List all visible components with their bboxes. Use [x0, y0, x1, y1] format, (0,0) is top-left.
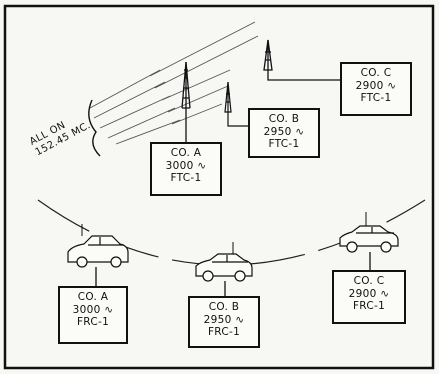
receiver-model: FRC-1 — [352, 300, 386, 312]
transmitter-frequency: 3000 ∿ — [165, 160, 207, 172]
tower-co-c — [263, 39, 356, 81]
transmitter-box-co-a: CO. A 3000 ∿ FTC-1 — [150, 142, 222, 196]
receiver-frequency: 2950 ∿ — [203, 314, 245, 326]
transmitter-company: CO. A — [170, 147, 202, 159]
car-a — [67, 224, 129, 268]
receiver-box-co-c: CO. C 2900 ∿ FRC-1 — [332, 270, 406, 324]
receiver-frequency: 3000 ∿ — [72, 304, 114, 316]
tower-co-b — [224, 81, 248, 127]
transmitter-model: FTC-1 — [268, 138, 300, 150]
transmitter-box-co-b: CO. B 2950 ∿ FTC-1 — [248, 108, 320, 158]
transmitter-box-co-c: CO. C 2900 ∿ FTC-1 — [340, 62, 412, 116]
receiver-company: CO. B — [208, 301, 240, 313]
receiver-model: FRC-1 — [76, 316, 110, 328]
car-b — [195, 242, 253, 296]
car-c — [339, 212, 399, 270]
signal-brace — [88, 99, 101, 157]
radio-waves — [89, 21, 259, 145]
transmitter-frequency: 2900 ∿ — [355, 80, 397, 92]
tower-co-a — [181, 61, 191, 142]
transmitter-model: FTC-1 — [170, 172, 202, 184]
transmitter-company: CO. C — [360, 67, 392, 79]
transmitter-model: FTC-1 — [360, 92, 392, 104]
receiver-company: CO. A — [77, 291, 109, 303]
receiver-company: CO. C — [353, 275, 385, 287]
transmitter-frequency: 2950 ∿ — [263, 126, 305, 138]
transmitter-company: CO. B — [268, 113, 300, 125]
receiver-box-co-a: CO. A 3000 ∿ FRC-1 — [58, 286, 128, 344]
receiver-frequency: 2900 ∿ — [348, 288, 390, 300]
receiver-box-co-b: CO. B 2950 ∿ FRC-1 — [188, 296, 260, 348]
receiver-model: FRC-1 — [207, 326, 241, 338]
outer-frame — [3, 4, 435, 370]
